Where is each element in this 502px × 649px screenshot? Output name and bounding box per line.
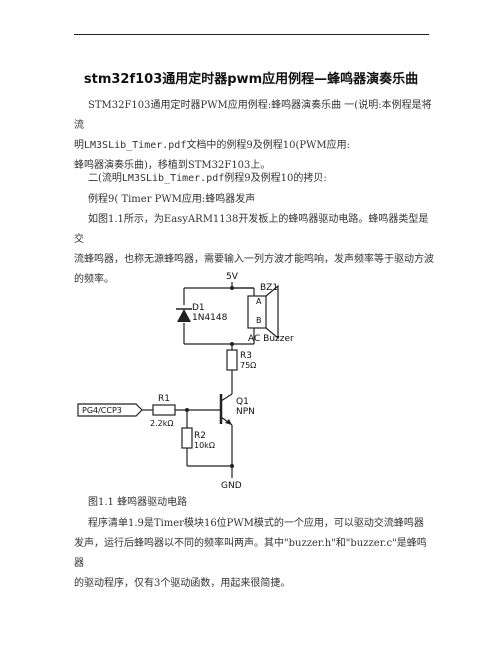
input-label: PG4/CCP3 — [82, 406, 122, 415]
bz1-label: BZ1 — [260, 283, 278, 293]
figure-caption: 图1.1 蜂鸣器驱动电路 — [88, 497, 188, 508]
intro-line-3: 蜂鸣器演奏乐曲)，移植到STM32F103上。 — [74, 160, 271, 171]
vcc-label: 5V — [226, 272, 239, 282]
intro-line-2: 明LM3SLib_Timer.pdf文档中的例程9及例程10(PWM应用: — [74, 140, 350, 151]
paragraph-3: 例程9( Timer PWM应用:蜂鸣器发声 — [88, 194, 256, 205]
buzzer-type-label: AC Buzzer — [248, 334, 294, 344]
header-rule — [74, 34, 429, 35]
page-title: stm32f103通用定时器pwm应用例程—蜂鸣器演奏乐曲 — [83, 72, 419, 87]
buzzer-circuit-diagram: 5V BZ1 A B AC Buzzer D1 1N4148 R3 75Ω R1… — [77, 272, 294, 491]
r1-label: R1 — [158, 394, 170, 404]
r1-symbol — [152, 404, 176, 416]
q1-label: Q1 — [236, 397, 249, 407]
r2-value-label: 10kΩ — [194, 441, 215, 450]
buzzer-pin-b: B — [256, 316, 262, 325]
para4-line-1: 如图1.1所示，为EasyARM1138开发板上的蜂鸣器驱动电路。蜂鸣器类型是交 — [74, 214, 429, 245]
para5-line-2: 发声，运行后蜂鸣器以不同的频率叫两声。其中"buzzer.h"和"buzzer.… — [74, 538, 427, 569]
paragraph-4: 如图1.1所示，为EasyARM1138开发板上的蜂鸣器驱动电路。蜂鸣器类型是交… — [74, 210, 434, 290]
r3-value-label: 75Ω — [240, 361, 256, 370]
paragraph-2: 二(流明LM3SLib_Timer.pdf例程9及例程10的拷贝: — [88, 173, 327, 184]
intro-line-1: STM32F103通用定时器PWM应用例程:蜂鸣器演奏乐曲 一(说明:本例程是将… — [74, 100, 432, 131]
r2-label: R2 — [194, 431, 206, 441]
r3-label: R3 — [240, 351, 252, 361]
input-port — [77, 403, 143, 417]
gnd-label: GND — [221, 481, 242, 491]
r1-value-label: 2.2kΩ — [150, 419, 173, 428]
para5-line-1: 程序清单1.9是Timer模块16位PWM模式的一个应用，可以驱动交流蜂鸣器 — [88, 518, 424, 529]
buzzer-pin-a: A — [256, 297, 262, 306]
diode-symbol — [177, 309, 191, 322]
d1-label: D1 — [192, 303, 205, 313]
q1-type-label: NPN — [236, 407, 255, 417]
r3-symbol — [226, 349, 238, 371]
para5-line-3: 的驱动程序，仅有3个驱动函数，用起来很简捷。 — [74, 578, 291, 589]
para4-line-3: 的频率。 — [74, 274, 114, 285]
para4-line-2: 流蜂鸣器，也称无源蜂鸣器，需要输入一列方波才能鸣响，发声频率等于驱动方波 — [74, 254, 434, 265]
paragraph-5: 程序清单1.9是Timer模块16位PWM模式的一个应用，可以驱动交流蜂鸣器 发… — [74, 514, 434, 594]
r2-symbol — [181, 427, 193, 449]
intro-paragraph: STM32F103通用定时器PWM应用例程:蜂鸣器演奏乐曲 一(说明:本例程是将… — [74, 96, 434, 176]
buzzer-symbol — [247, 295, 267, 329]
d1-part-label: 1N4148 — [192, 313, 228, 323]
